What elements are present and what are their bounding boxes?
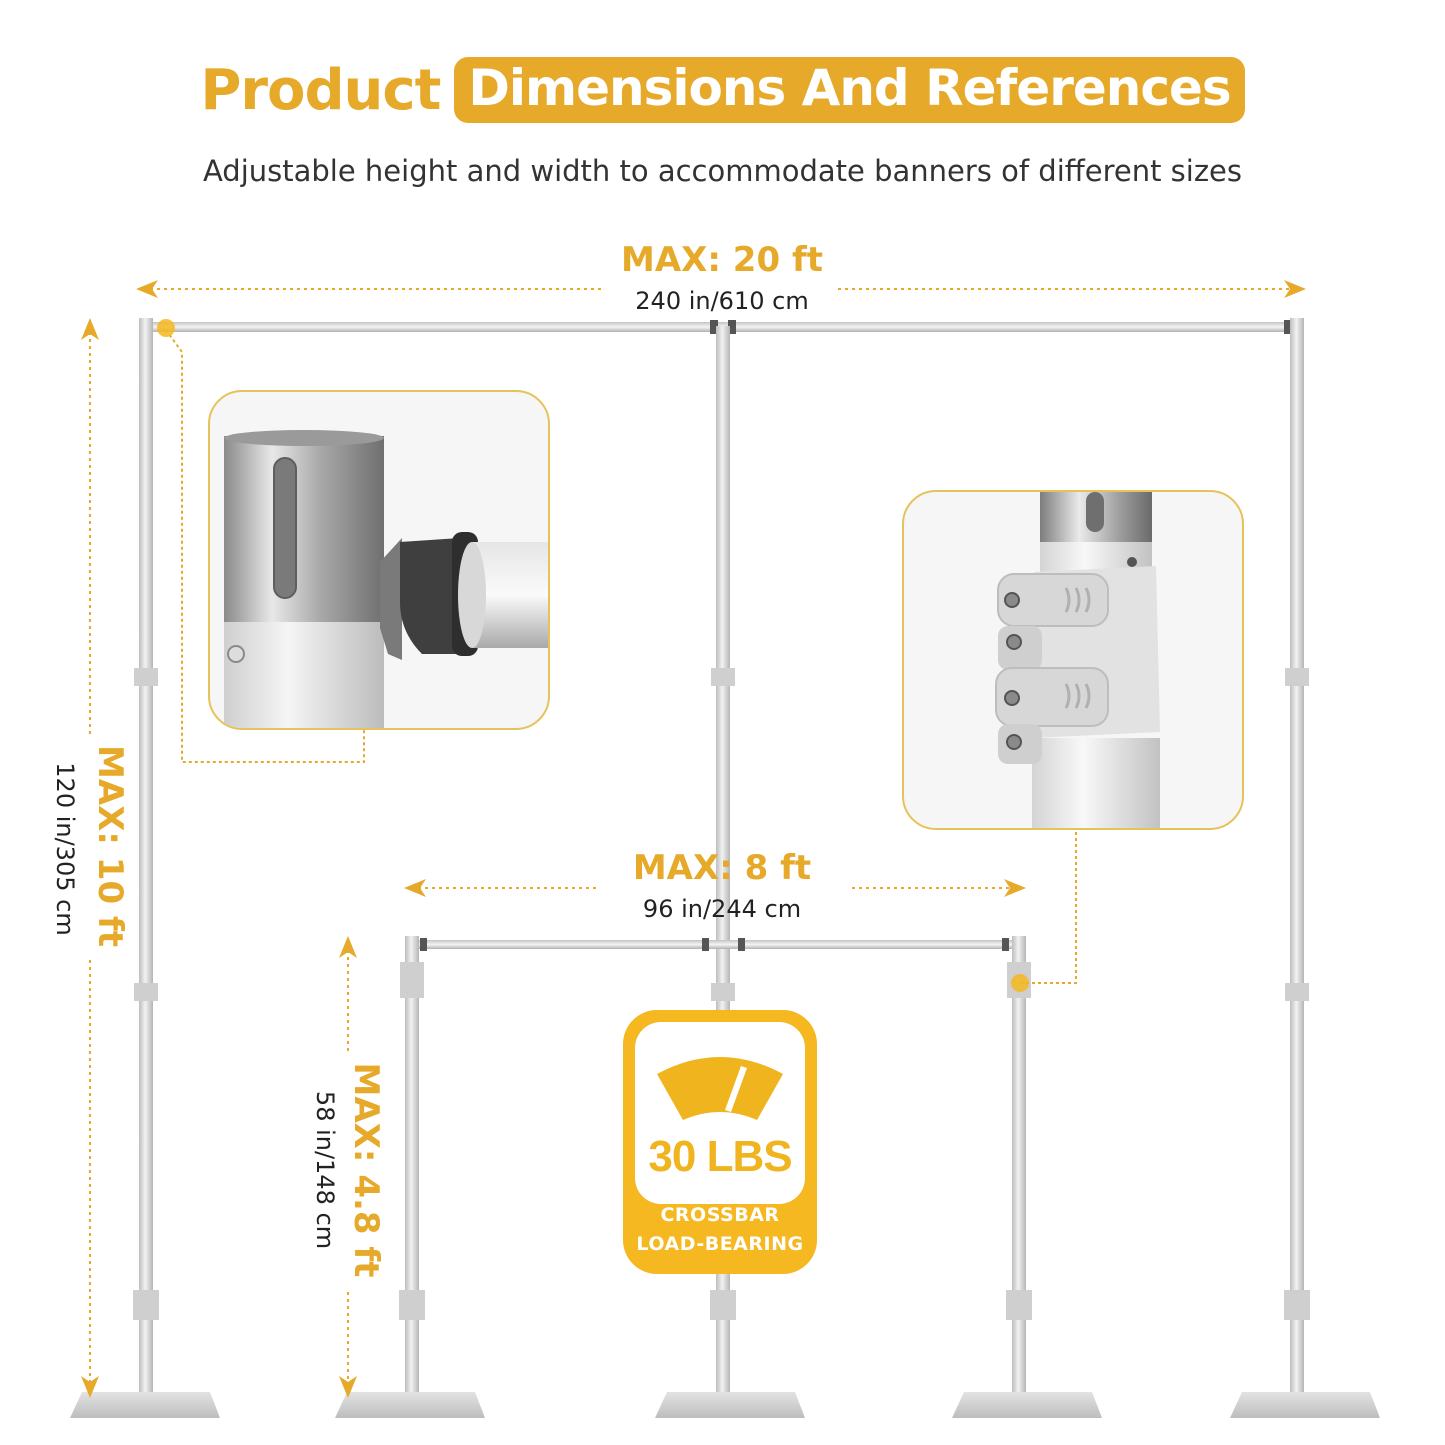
large-pole-right xyxy=(1230,318,1380,1418)
large-width-label: MAX: 20 ft xyxy=(621,240,823,280)
small-height-detail: 58 in/148 cm xyxy=(311,1090,339,1250)
badge-line-1: CROSSBAR xyxy=(660,1204,780,1226)
small-height-label: MAX: 4.8 ft xyxy=(346,1062,386,1278)
small-pole-left xyxy=(335,936,485,1418)
callout-dot-right xyxy=(1011,974,1029,992)
page-title: Product Dimensions And References xyxy=(0,50,1445,130)
callout-dot-left xyxy=(157,319,175,337)
large-width-arrowhead-right xyxy=(1284,280,1306,298)
small-crossbar xyxy=(412,938,1022,951)
inset-height-clamp xyxy=(902,490,1244,830)
large-height-label: MAX: 10 ft xyxy=(90,745,130,947)
small-width-arrowhead-left xyxy=(404,879,426,897)
badge-inner-panel: 30 LBS xyxy=(635,1022,805,1204)
inset-crossbar-connector xyxy=(208,390,550,730)
leader-line-left xyxy=(165,329,365,763)
small-width-detail: 96 in/244 cm xyxy=(642,895,802,923)
weight-scale-icon xyxy=(657,1057,783,1120)
leader-line-right xyxy=(1020,828,1077,984)
load-bearing-badge: 30 LBS CROSSBAR LOAD-BEARING xyxy=(623,1010,817,1274)
large-height-detail: 120 in/305 cm xyxy=(51,762,79,936)
small-height-arrowhead-bottom xyxy=(339,1376,357,1398)
small-width-label: MAX: 8 ft xyxy=(632,848,812,888)
small-height-arrowhead-top xyxy=(339,936,357,958)
small-pole-right xyxy=(952,936,1102,1418)
small-width-arrowhead-right xyxy=(1004,879,1026,897)
large-height-arrowhead-top xyxy=(81,318,99,340)
large-width-detail: 240 in/610 cm xyxy=(635,287,809,315)
title-plain: Product xyxy=(200,57,441,123)
large-pole-left xyxy=(70,318,220,1418)
large-width-arrowhead-left xyxy=(136,280,158,298)
subtitle: Adjustable height and width to accommoda… xyxy=(202,154,1243,188)
clamp-closeup-illustration xyxy=(995,492,1160,828)
large-height-arrowhead-bottom xyxy=(81,1376,99,1398)
badge-weight-value: 30 LBS xyxy=(648,1132,792,1181)
connector-closeup-illustration xyxy=(224,430,548,728)
title-highlight: Dimensions And References xyxy=(454,57,1245,123)
badge-line-2: LOAD-BEARING xyxy=(636,1233,804,1255)
